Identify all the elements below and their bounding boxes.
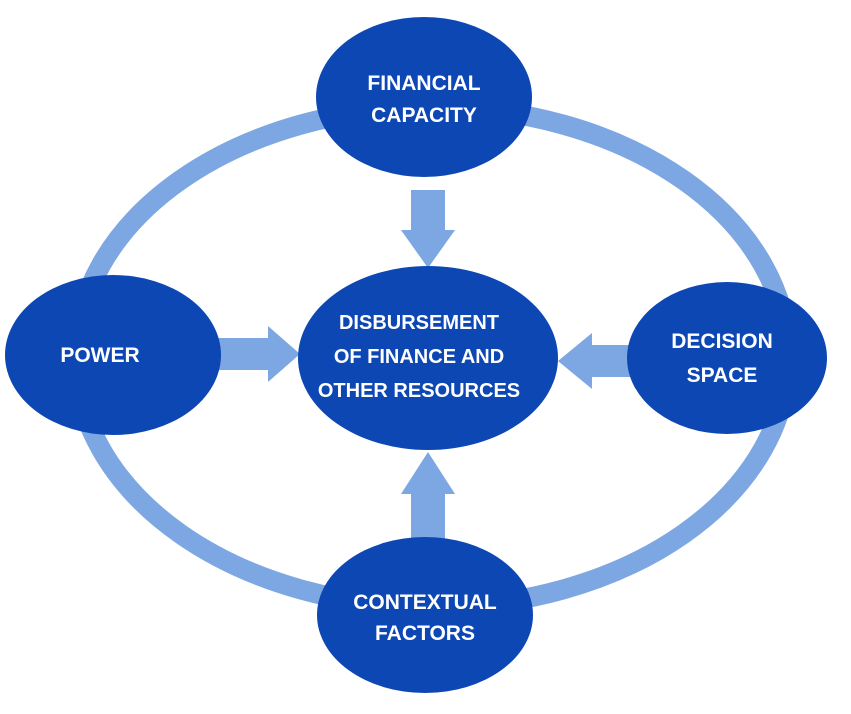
financial-capacity-line1: FINANCIAL [367, 72, 480, 95]
center-line2: OF FINANCE AND [334, 346, 504, 368]
financial-capacity-line2: CAPACITY [371, 104, 477, 127]
node-contextual-factors: CONTEXTUAL FACTORS [317, 537, 533, 693]
node-center-disbursement: DISBURSEMENT OF FINANCE AND OTHER RESOUR… [298, 266, 558, 450]
contextual-factors-line2: FACTORS [375, 622, 475, 645]
arrow-financial-to-center [401, 190, 455, 268]
arrow-power-to-center [218, 326, 300, 382]
node-financial-capacity: FINANCIAL CAPACITY [316, 17, 532, 177]
arrow-decision-to-center [558, 333, 636, 389]
decision-space-line2: SPACE [687, 364, 758, 387]
center-line3: OTHER RESOURCES [318, 380, 520, 402]
node-decision-space: DECISION SPACE [627, 282, 827, 434]
center-line1: DISBURSEMENT [339, 312, 499, 334]
arrow-contextual-to-center [401, 452, 455, 544]
contextual-factors-line1: CONTEXTUAL [353, 591, 497, 614]
decision-space-line1: DECISION [671, 330, 773, 353]
power-label: POWER [60, 344, 139, 367]
node-power: POWER [5, 275, 221, 435]
